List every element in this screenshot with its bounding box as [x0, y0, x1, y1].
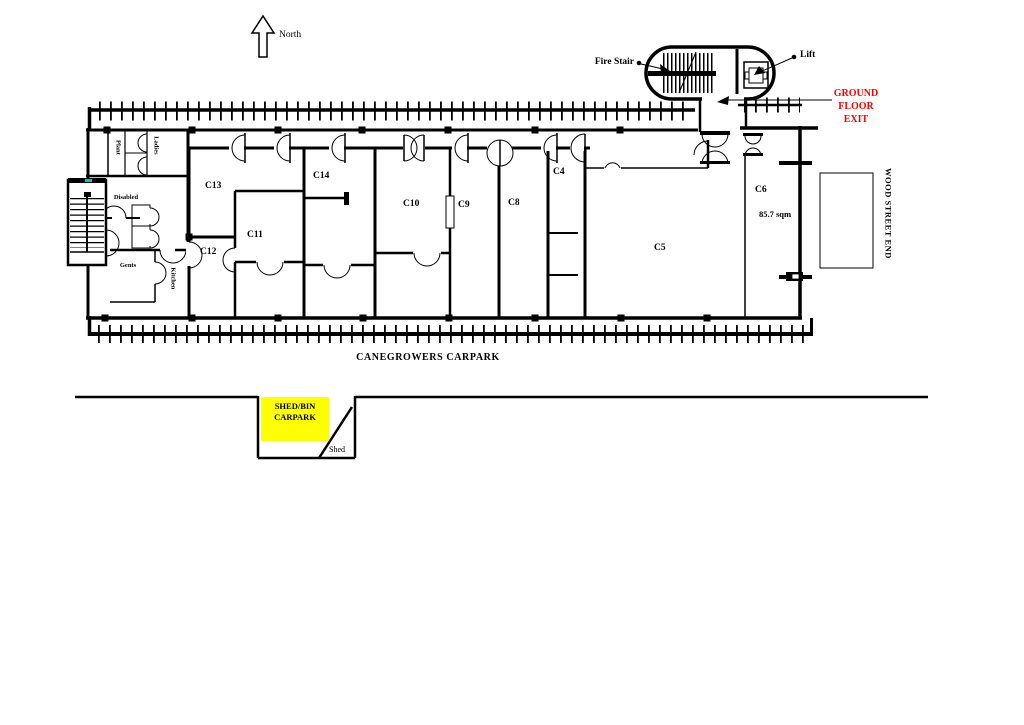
- room-label-c9: C9: [458, 200, 470, 210]
- wood-street-end-label: WOOD STREET END: [883, 167, 894, 259]
- room-label-c14: C14: [313, 171, 330, 181]
- north-label: North: [279, 30, 302, 40]
- shed-label: Shed: [329, 445, 345, 454]
- room-label-c13: C13: [205, 181, 222, 191]
- room-label-c4: C4: [553, 167, 565, 177]
- shed-bin-carpark-label: SHED/BIN CARPARK: [261, 397, 329, 441]
- fire-stair-leader: [636, 60, 670, 73]
- service-label-disabled: Disabled: [113, 194, 139, 201]
- stair-tower-drawing: [644, 45, 776, 103]
- door-swings: [229, 133, 586, 167]
- room-label-c11: C11: [247, 230, 263, 240]
- ground-floor-exit-label: GROUND FLOOR EXIT: [833, 88, 879, 125]
- canegrowers-carpark-label: CANEGROWERS CARPARK: [356, 352, 500, 363]
- service-label-gents: Gents: [119, 262, 137, 269]
- street-frontage: [819, 172, 874, 269]
- room-label-c5: C5: [654, 243, 666, 253]
- north-arrow-icon: [250, 14, 276, 58]
- room-label-c8: C8: [508, 198, 520, 208]
- room-label-c10: C10: [403, 199, 420, 209]
- service-label-ladies: Ladies: [152, 136, 160, 155]
- ground-floor-exit-leader: [717, 96, 832, 105]
- room-label-c12: C12: [200, 247, 217, 257]
- room-label-c6: C6: [755, 185, 767, 195]
- lift-icon: [743, 61, 769, 89]
- lift-leader: [754, 54, 797, 75]
- building-outline: [86, 126, 818, 320]
- carpark-hatch-top: [87, 97, 802, 131]
- left-stairwell: [66, 178, 108, 267]
- fire-stair-label: Fire Stair: [594, 57, 634, 67]
- office-walls: [186, 140, 746, 318]
- lift-label: Lift: [800, 50, 816, 60]
- room-area-c6: 85.7 sqm: [758, 209, 792, 219]
- service-label-plant: Plant: [114, 140, 122, 155]
- shed-carpark-boundary: [75, 395, 928, 460]
- columns: [101, 126, 711, 322]
- entry-corridor: [698, 96, 763, 165]
- service-label-kitchen: Kitchen: [169, 267, 177, 290]
